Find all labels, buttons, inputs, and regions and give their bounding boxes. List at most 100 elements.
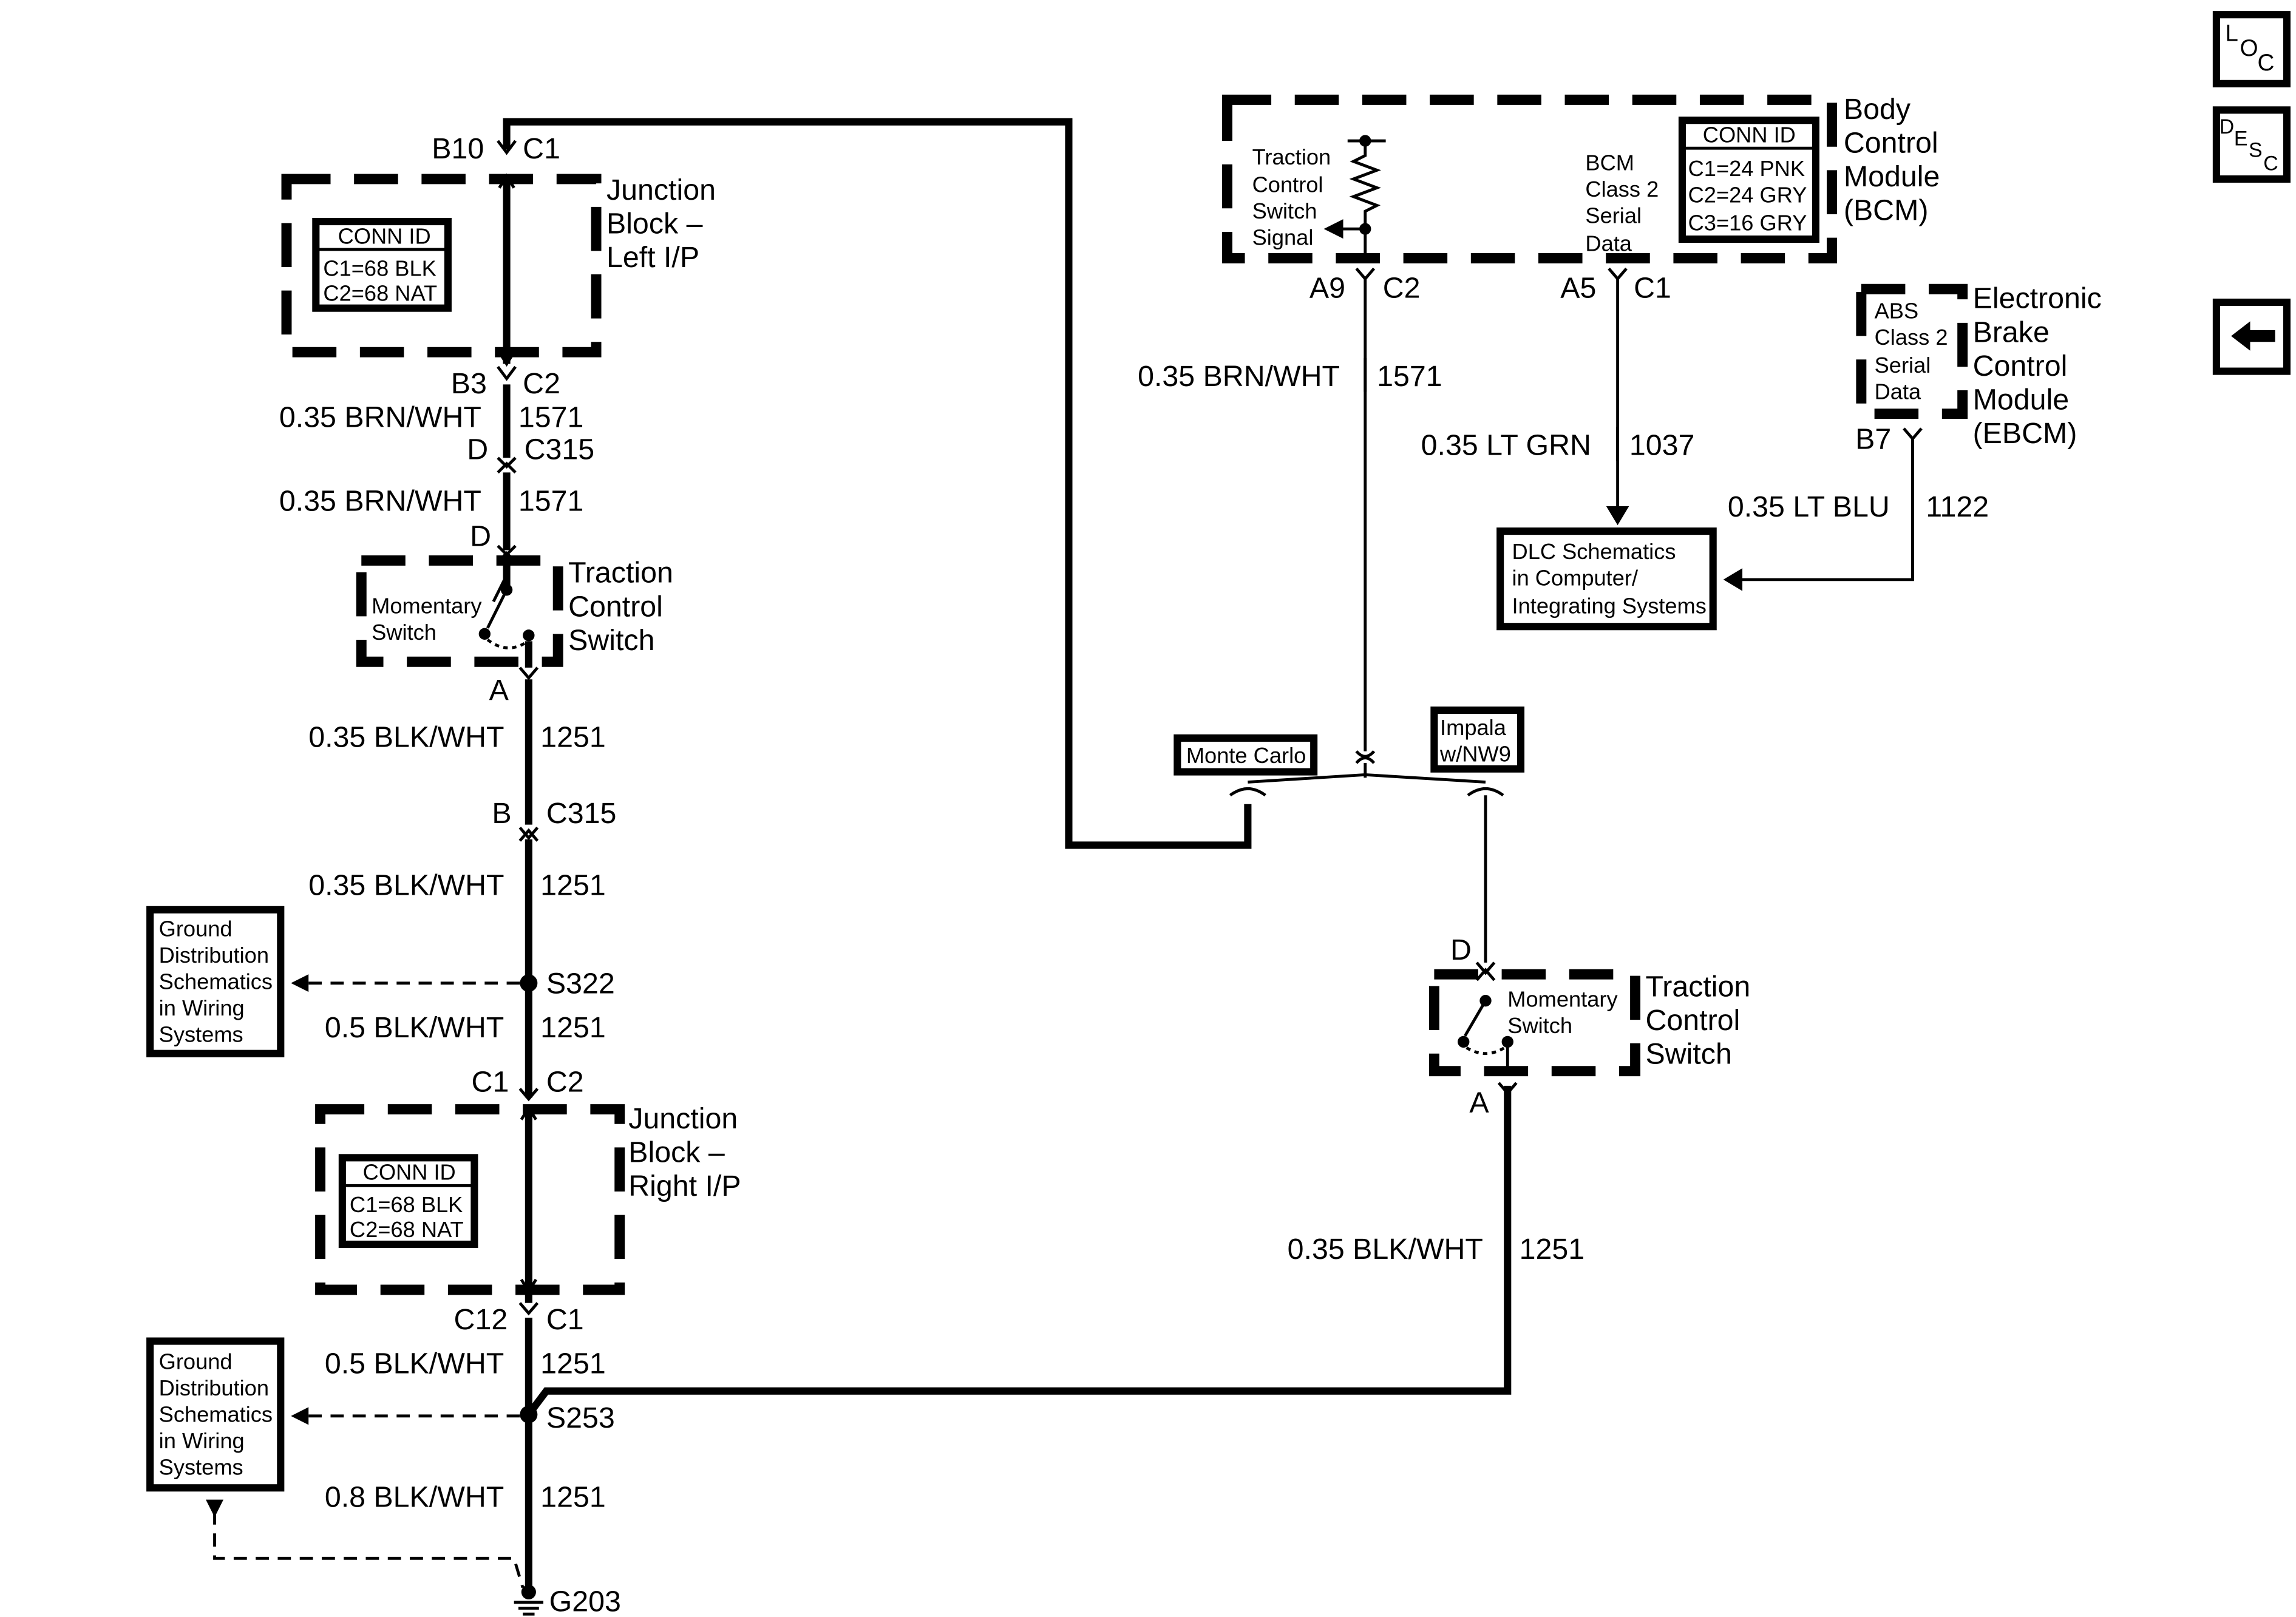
ground-ref-2-line-3: Schematics <box>159 1402 273 1426</box>
desc-letter-d: D <box>2220 115 2234 138</box>
switch-left-title-3: Switch <box>568 624 654 657</box>
ebcm-title-4: Module <box>1973 383 2070 416</box>
ground-ref-1[interactable]: Ground Distribution Schematics in Wiring… <box>146 906 285 1057</box>
switch-right-label-2: Switch <box>1507 1013 1572 1038</box>
ground-ref-1-line-4: in Wiring <box>159 995 245 1020</box>
ground-ref-2-line-5: Systems <box>159 1455 243 1480</box>
bcm-class2-2: Class 2 <box>1585 177 1659 202</box>
wire-gauge-1: 0.35 BRN/WHT <box>279 401 481 433</box>
traction-control-switch-right[interactable]: Momentary Switch Traction Control Switch… <box>1428 934 1751 1119</box>
desc-letter-s: S <box>2249 139 2263 162</box>
bcm-tcs-signal-2: Control <box>1252 172 1323 197</box>
jb-left-pin-b3: B3 <box>451 367 487 400</box>
jb-right-c2: C2=68 NAT <box>350 1217 464 1242</box>
g203-ground: G203 <box>206 1499 621 1617</box>
splice-s322: S322 <box>546 968 615 1000</box>
resistor-icon <box>1323 135 1386 262</box>
wire-circuit-10: 1122 <box>1926 490 1989 523</box>
jb-right-title-3: Right I/P <box>628 1170 741 1202</box>
ebcm-pin-b7: B7 <box>1855 423 1891 456</box>
bcm-pin-a9-conn: C2 <box>1383 272 1421 305</box>
jb-left-c1: C1=68 BLK <box>323 256 436 280</box>
wire-circuit-2: 1571 <box>518 484 584 517</box>
bcm-pin-a5-conn: C1 <box>1634 272 1671 305</box>
switch-left-title-2: Control <box>568 590 663 623</box>
ground-g203: G203 <box>549 1585 621 1617</box>
bcm-title-2: Control <box>1844 126 1938 159</box>
desc-letter-e: E <box>2234 127 2248 150</box>
ground-ref-2[interactable]: Ground Distribution Schematics in Wiring… <box>146 1337 285 1492</box>
ground-ref-1-line-1: Ground <box>159 916 233 941</box>
jb-right-conn-id: CONN ID <box>363 1160 456 1185</box>
wire-circuit-6: 1251 <box>540 1348 606 1380</box>
bcm-tcs-signal-1: Traction <box>1252 144 1331 169</box>
dlc-line-1: DLC Schematics <box>1512 539 1676 564</box>
loc-letter-l: L <box>2225 21 2238 47</box>
wire-gauge-8: 0.35 BRN/WHT <box>1138 360 1340 393</box>
bcm-tcs-signal-4: Signal <box>1252 225 1314 250</box>
dlc-line-3: Integrating Systems <box>1512 593 1707 618</box>
c315-pin-b: B <box>492 797 511 830</box>
jb-right-c1: C1=68 BLK <box>350 1192 463 1217</box>
ebcm-title-3: Control <box>1973 350 2068 382</box>
junction-block-right: CONN ID C1=68 BLK C2=68 NAT Junction Blo… <box>315 1066 741 1336</box>
switch-left-label-2: Switch <box>372 620 436 645</box>
wire-gauge-4: 0.35 BLK/WHT <box>308 869 504 902</box>
bcm-title-4: (BCM) <box>1844 194 1929 227</box>
momentary-switch-icon <box>478 577 535 649</box>
dlc-reference[interactable]: DLC Schematics in Computer/ Integrating … <box>1496 527 1717 631</box>
bcm-pin-a9: A9 <box>1309 272 1345 305</box>
wire-gauge-10: 0.35 LT BLU <box>1728 490 1890 523</box>
loc-button[interactable]: L O C <box>2212 11 2291 87</box>
arrow-left-icon <box>291 1407 309 1425</box>
jb-right-pin-c2: C2 <box>546 1066 584 1099</box>
switch-right-pin-a: A <box>1469 1086 1489 1119</box>
body-control-module: Traction Control Switch Signal BCM Class… <box>1222 93 1940 305</box>
ebcm-inner-4: Data <box>1875 379 1921 404</box>
loc-letter-o: O <box>2240 35 2258 61</box>
desc-letter-c: C <box>2263 152 2278 175</box>
switch-left-title-1: Traction <box>568 557 673 589</box>
loc-letter-c: C <box>2258 50 2275 76</box>
bcm-title-3: Module <box>1844 160 1940 193</box>
back-button[interactable] <box>2212 298 2291 375</box>
traction-control-switch-left[interactable]: Momentary Switch Traction Control Switch… <box>356 555 673 707</box>
bcm-c3: C3=16 GRY <box>1688 211 1807 236</box>
momentary-switch-icon <box>1458 961 1518 1096</box>
jb-left-title-1: Junction <box>606 174 716 206</box>
ebcm-inner-1: ABS <box>1875 299 1919 324</box>
bcm-c2: C2=24 GRY <box>1688 183 1807 208</box>
wire-gauge-5: 0.5 BLK/WHT <box>325 1011 504 1044</box>
wire-gauge-9: 0.35 LT GRN <box>1421 429 1591 461</box>
ground-icon <box>514 1601 544 1616</box>
jb-right-pin-c1-bottom: C1 <box>546 1303 584 1336</box>
jb-right-pin-c12: C12 <box>454 1303 508 1336</box>
arrow-down-icon <box>206 1499 224 1517</box>
wire-gauge-11: 0.35 BLK/WHT <box>1288 1233 1483 1266</box>
wire-circuit-5: 1251 <box>540 1011 606 1044</box>
s253-splice: S253 <box>291 1402 615 1434</box>
option-monte-carlo: Monte Carlo <box>1186 743 1306 768</box>
switch-right-title-2: Control <box>1646 1004 1741 1037</box>
bcm-class2-3: Serial <box>1585 203 1642 228</box>
left-wire-labels: 0.35 BRN/WHT 1571 D C315 0.35 BRN/WHT 15… <box>279 399 616 1514</box>
c315-name-top: C315 <box>525 433 595 466</box>
wire-circuit-11: 1251 <box>1520 1233 1585 1266</box>
switch-left-pin-a: A <box>489 674 509 707</box>
bcm-wires <box>1355 267 1923 778</box>
switch-right-label-1: Momentary <box>1507 986 1618 1011</box>
jb-right-pin-c1-top: C1 <box>472 1066 509 1099</box>
switch-left-label-1: Momentary <box>372 593 482 618</box>
splice-s253: S253 <box>546 1402 615 1434</box>
ground-ref-1-line-5: Systems <box>159 1022 243 1046</box>
ground-ref-2-line-4: in Wiring <box>159 1428 245 1453</box>
wire-gauge-6: 0.5 BLK/WHT <box>325 1348 504 1380</box>
desc-button[interactable]: D E S C <box>2212 106 2291 183</box>
switch-right-title-1: Traction <box>1646 970 1751 1003</box>
option-branch: Monte Carlo Impala w/NW9 <box>1173 706 1525 963</box>
junction-block-left: CONN ID C1=68 BLK C2=68 NAT Junction Blo… <box>281 132 716 400</box>
jb-left-pin-c1: C1 <box>523 132 560 165</box>
wire-circuit-3: 1251 <box>540 720 606 753</box>
ground-ref-1-line-2: Distribution <box>159 943 269 968</box>
switch-right-title-3: Switch <box>1646 1038 1732 1071</box>
